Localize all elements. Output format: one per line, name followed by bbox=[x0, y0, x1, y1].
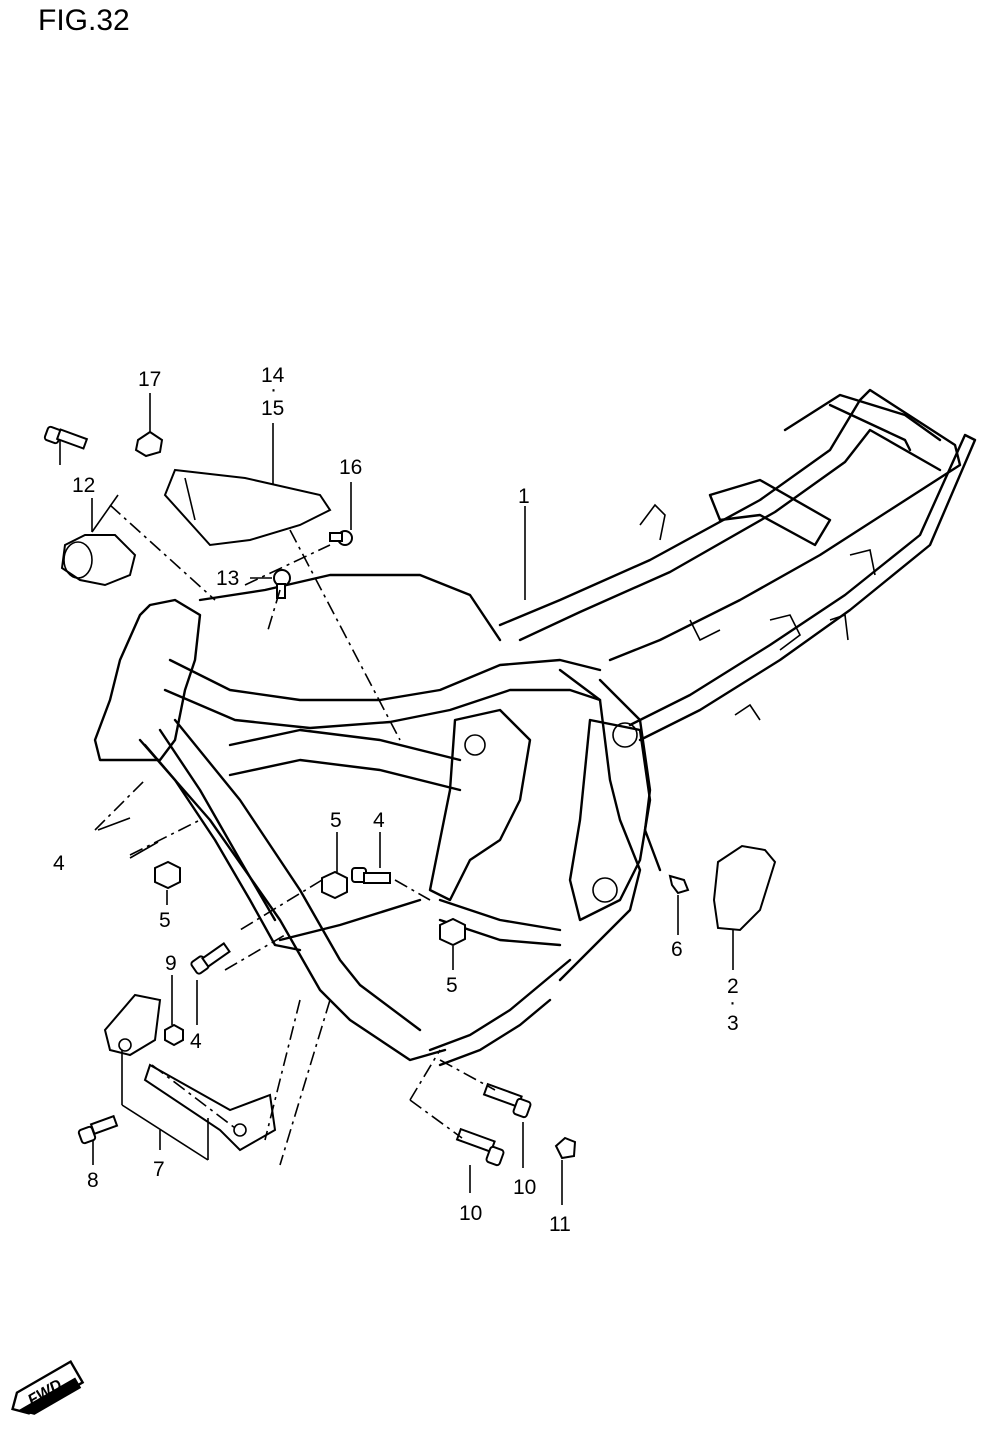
callout-2: 2 bbox=[727, 975, 739, 998]
part-5-collar-a bbox=[154, 860, 181, 890]
part-4-bolt-c bbox=[190, 942, 231, 975]
figure-title: FIG.32 bbox=[38, 4, 130, 37]
callout-5a: 5 bbox=[159, 909, 171, 932]
callout-17: 17 bbox=[138, 368, 161, 391]
callout-14: 14 bbox=[261, 364, 285, 387]
part-13-bolt bbox=[273, 569, 291, 599]
part-17-nut bbox=[134, 430, 164, 458]
part-11-cap bbox=[554, 1136, 577, 1160]
part-10-bolt-a bbox=[482, 1082, 532, 1119]
part-8-bolt bbox=[77, 1114, 119, 1145]
callout-10a: 10 bbox=[513, 1176, 536, 1199]
part-4-bolt-a bbox=[43, 425, 89, 450]
callout-4a: 4 bbox=[53, 852, 65, 875]
part-10-bolt-b bbox=[455, 1127, 505, 1167]
callout-8: 8 bbox=[87, 1169, 99, 1192]
part-4-bolt-b bbox=[351, 867, 391, 884]
callout-3: 3 bbox=[727, 1012, 739, 1035]
part-14-15-cover bbox=[163, 468, 332, 547]
callout-2-3-dot: · bbox=[729, 991, 736, 1014]
callout-1: 1 bbox=[518, 485, 530, 508]
part-5-collar-b bbox=[321, 870, 348, 900]
callout-16: 16 bbox=[339, 456, 362, 479]
callout-6: 6 bbox=[671, 938, 683, 961]
part-6-clip bbox=[668, 874, 690, 895]
part-12-cap bbox=[60, 534, 137, 587]
callout-14-15-dot: · bbox=[270, 378, 277, 401]
callout-5b: 5 bbox=[330, 809, 342, 832]
callout-9: 9 bbox=[165, 952, 177, 975]
callout-15: 15 bbox=[261, 397, 284, 420]
part-2-3-pad bbox=[712, 844, 777, 932]
callout-10b: 10 bbox=[459, 1202, 482, 1225]
main-frame bbox=[93, 388, 977, 1067]
callout-labels: 1 2 · 3 4 4 4 5 5 5 6 7 8 9 10 10 11 12 … bbox=[53, 364, 739, 1236]
callout-7: 7 bbox=[153, 1158, 165, 1181]
part-7-bracket bbox=[103, 993, 277, 1152]
callout-4b: 4 bbox=[373, 809, 385, 832]
leader-lines bbox=[59, 393, 734, 1205]
assembly-lines bbox=[94, 504, 496, 1166]
part-5-collar-c bbox=[439, 917, 466, 947]
callout-13: 13 bbox=[216, 567, 239, 590]
callout-11: 11 bbox=[549, 1213, 571, 1236]
callout-4c: 4 bbox=[190, 1030, 202, 1053]
callout-5c: 5 bbox=[446, 974, 458, 997]
part-16-bolt bbox=[329, 530, 353, 546]
part-9-nut bbox=[164, 1023, 184, 1047]
fwd-arrow-badge: FWD bbox=[11, 1359, 85, 1415]
callout-12: 12 bbox=[72, 474, 95, 497]
